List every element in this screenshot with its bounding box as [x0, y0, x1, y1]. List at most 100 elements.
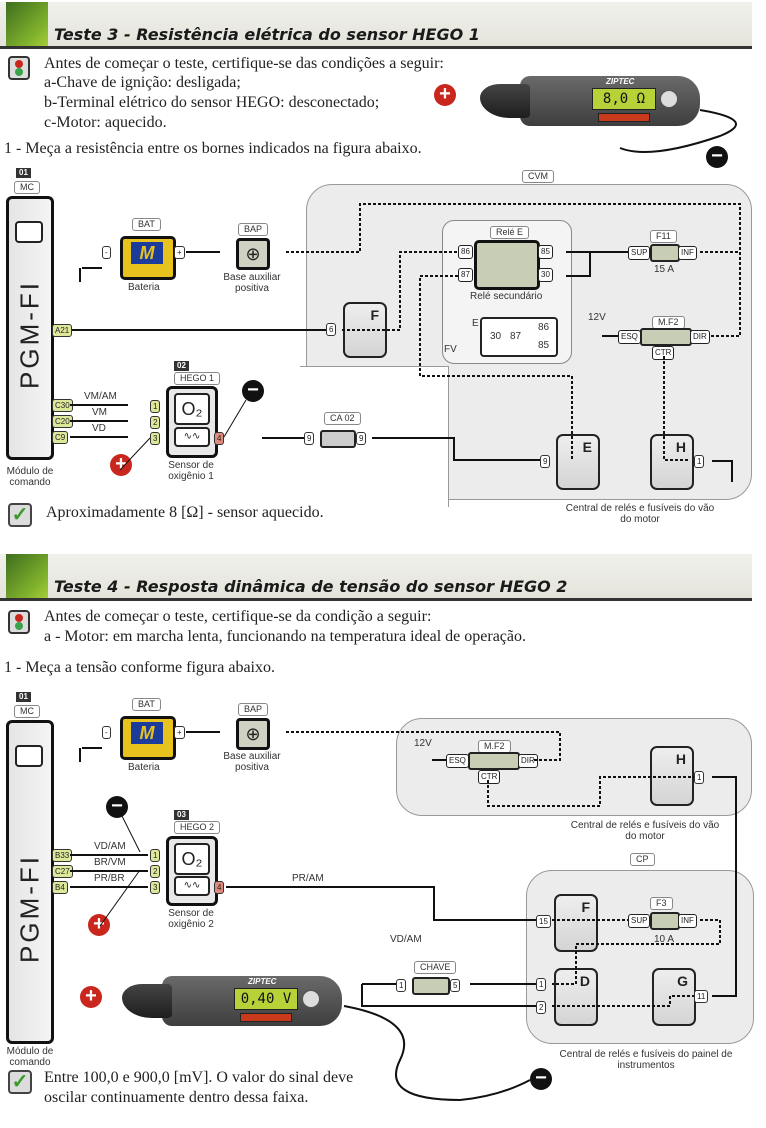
panel-zone-caption: Central de relés e fusíveis do painel de…	[559, 1049, 733, 1071]
test3-title: Teste 3 - Resistência elétrica do sensor…	[54, 25, 480, 44]
check-icon: ✓	[8, 503, 32, 527]
box-e-pin: 9	[540, 455, 551, 468]
battery-caption: Bateria	[128, 282, 160, 293]
fuse-mf2-esq: ESQ	[618, 330, 641, 344]
chave-pin-5: 5	[450, 979, 461, 992]
module-pin-c27: C27	[52, 865, 73, 878]
fuse-f3-rating: 10 A	[654, 934, 675, 945]
test4-title: Teste 4 - Resposta dinâmica de tensão do…	[54, 577, 568, 596]
fuse-f11-tag: F11	[650, 230, 677, 243]
bap-tag: BAP	[238, 223, 269, 236]
o2-icon: O₂	[174, 843, 210, 875]
sensor1-tag: HEGO 1	[174, 372, 221, 385]
fuse-mf2-esq: ESQ	[446, 754, 469, 768]
test3-header: Teste 3 - Resistência elétrica do sensor…	[0, 2, 752, 49]
box-d-pin-1: 1	[536, 978, 547, 991]
cvm-caption: Central de relés e fusíveis do vão do mo…	[565, 503, 715, 525]
sensor2-pin-1: 1	[150, 849, 161, 862]
wire-vm: VM	[92, 407, 107, 418]
legend-pin-85: 85	[538, 340, 550, 351]
section-marker	[6, 2, 48, 46]
box-e: E	[556, 434, 600, 490]
battery: M	[120, 716, 176, 760]
fuse-f3-tag: F3	[650, 897, 673, 910]
box-g-pin: 11	[694, 990, 709, 1003]
relay-body	[474, 240, 540, 290]
relay-pinout-legend: 30 87 86 85	[480, 317, 558, 357]
panel-zone-tag: CP	[630, 853, 655, 866]
sensor1-caption: Sensor de oxigênio 1	[168, 460, 214, 482]
battery-tag: BAT	[132, 218, 161, 231]
test4-result-line2: oscilar continuamente dentro dessa faixa…	[44, 1089, 309, 1106]
bap-tag: BAP	[238, 703, 269, 716]
meter-probe-tip	[480, 84, 530, 118]
sensor2-pin-4: 4	[214, 881, 225, 894]
fuse-f3-sup: SUP	[628, 914, 651, 928]
fuse-mf2-dir: DIR	[518, 754, 538, 768]
fuse-f3	[650, 912, 680, 930]
test4-intro: Antes de começar o teste, certifique-se …	[44, 608, 432, 625]
o2-icon: O₂	[174, 393, 210, 425]
supply-12v: 12V	[588, 312, 606, 323]
positive-probe-icon: +	[80, 986, 102, 1008]
legend-pin-87: 87	[510, 331, 522, 342]
ground-wire	[79, 747, 102, 762]
chave-pin-1: 1	[396, 979, 407, 992]
meter-logo-icon	[302, 990, 320, 1008]
meter-cable-4	[343, 1005, 531, 1102]
meter-label-strip	[240, 1013, 292, 1022]
test3-result: Aproximadamente 8 [Ω] - sensor aquecido.	[46, 504, 324, 521]
negative-probe-icon: −	[706, 146, 728, 168]
connector-ca02-tag: CA 02	[324, 412, 361, 425]
sensor2-tag: HEGO 2	[174, 821, 221, 834]
heater-icon: ∿∿	[174, 427, 210, 447]
test4-condition-a: a - Motor: em marcha lenta, funcionando …	[44, 628, 526, 645]
wire-vd-am-2: VD/AM	[390, 934, 422, 945]
module-pin-b33: B33	[52, 849, 73, 862]
box-h: H	[650, 746, 694, 806]
box-f-label: F	[581, 899, 590, 915]
module-number: 01	[16, 168, 31, 178]
negative-probe-icon: −	[242, 380, 264, 402]
test4-header: Teste 4 - Resposta dinâmica de tensão do…	[0, 554, 752, 601]
legend-pin-86: 86	[538, 322, 550, 333]
module-pin-c20: C20	[52, 415, 73, 428]
connector-ca02	[320, 430, 356, 448]
sensor2-number: 03	[174, 810, 189, 820]
motor-zone-caption: Central de relés e fusíveis do vão do mo…	[570, 820, 720, 842]
box-f-label: F	[370, 307, 379, 323]
meter-probe-tip	[122, 984, 172, 1018]
supply-12v: 12V	[414, 738, 432, 749]
positive-probe-icon: +	[88, 914, 110, 936]
module-label: PGM-FI	[14, 854, 45, 963]
bap-plus-icon: ⊕	[236, 238, 270, 270]
relay-pin-30: 30	[538, 268, 553, 282]
sensor1-number: 02	[174, 361, 189, 371]
box-d-label: D	[579, 973, 590, 989]
negative-probe-icon: −	[106, 796, 128, 818]
box-f-pin: 15	[536, 915, 551, 928]
box-h: H	[650, 434, 694, 490]
positive-probe-icon: +	[110, 454, 132, 476]
wire-vd-am: VD/AM	[94, 841, 126, 852]
module-caption: Módulo de comando	[6, 1046, 54, 1068]
box-e-label: E	[582, 439, 592, 455]
fuse-mf2	[468, 752, 520, 770]
module-pin-a21: A21	[52, 324, 73, 337]
box-h-label: H	[675, 439, 686, 455]
battery: M	[120, 236, 176, 280]
meter-display: 8,0 Ω	[592, 88, 656, 110]
check-icon: ✓	[8, 1070, 32, 1094]
module-pin-c9: C9	[52, 431, 69, 444]
legend-pin-30: 30	[490, 331, 502, 342]
fuse-mf2-ctr: CTR	[478, 770, 501, 784]
sensor2-pin-3: 3	[150, 881, 161, 894]
wire-pr-am: PR/AM	[292, 873, 324, 884]
fuse-f11	[650, 244, 680, 262]
ground-wire	[79, 267, 102, 282]
box-d-pin-2: 2	[536, 1001, 547, 1014]
wire-vm-am: VM/AM	[84, 391, 117, 402]
module-number: 01	[16, 692, 31, 702]
fuse-mf2-ctr: CTR	[652, 346, 675, 360]
box-f: F	[343, 302, 387, 358]
